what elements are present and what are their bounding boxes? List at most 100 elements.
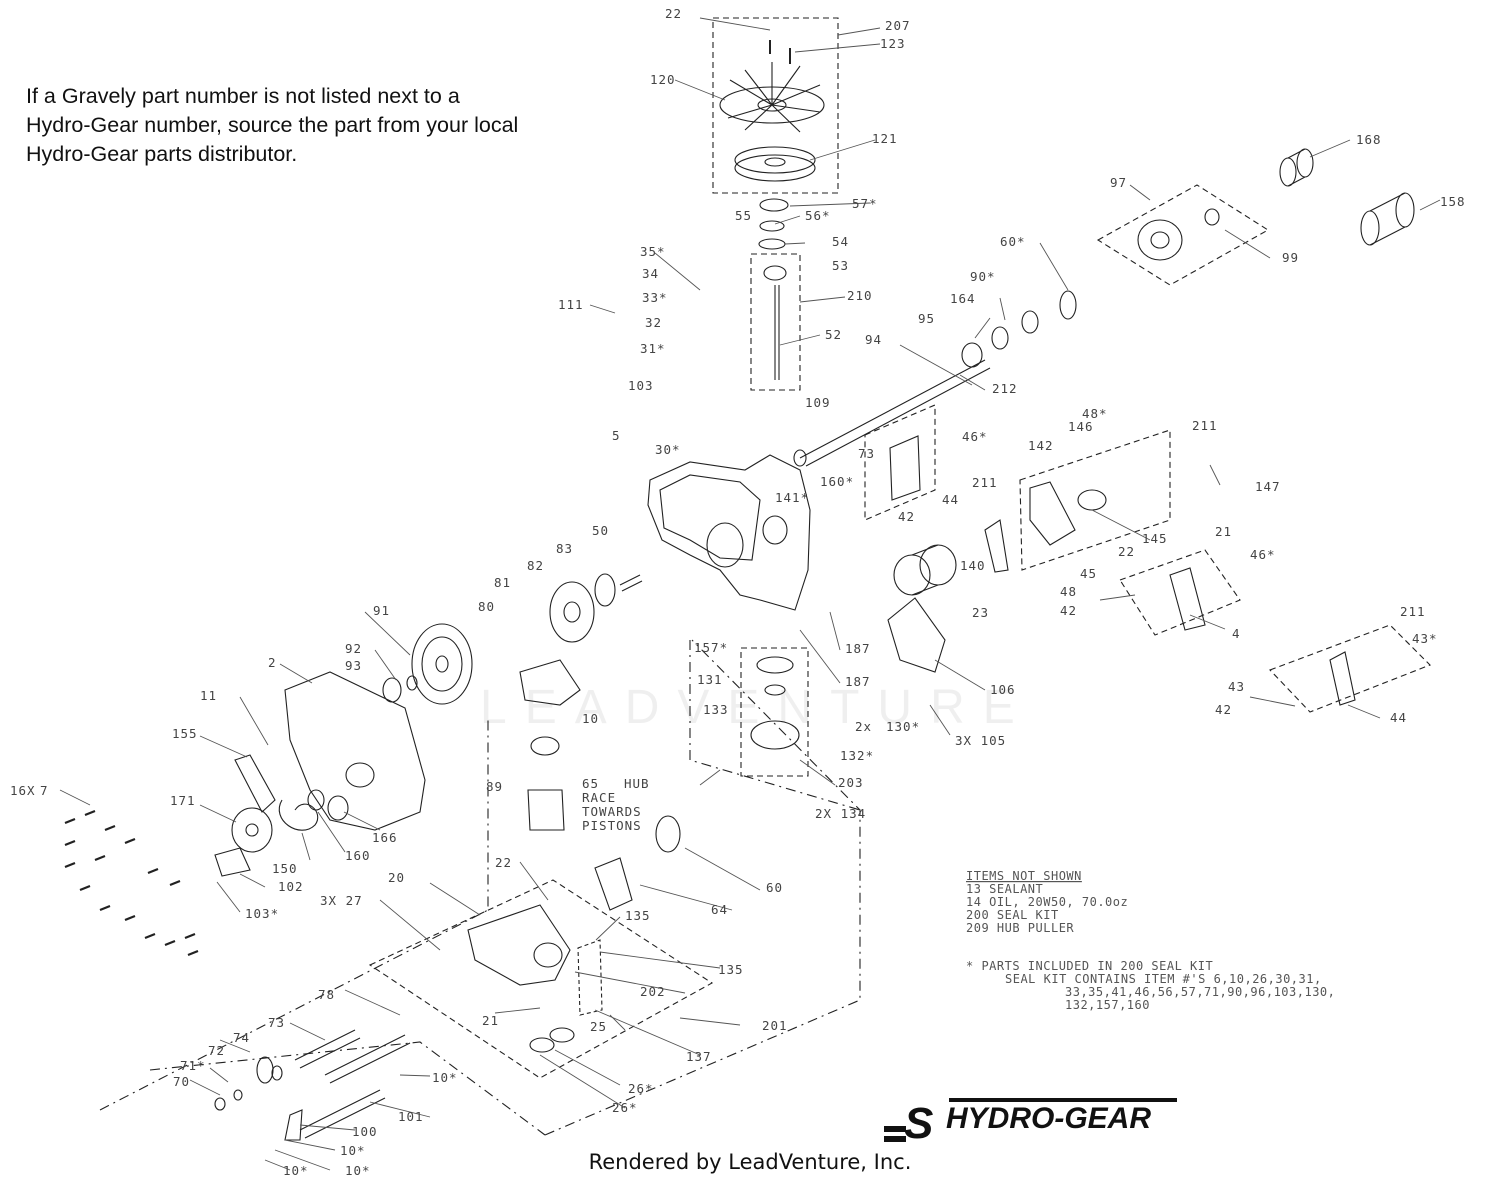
callout: 135 [718, 962, 744, 977]
callout: 210 [847, 288, 873, 303]
leader-lines [59, 17, 1441, 1171]
center-section-group-box [368, 879, 714, 1079]
callout: 48 [1060, 584, 1077, 599]
pulley [734, 146, 816, 182]
callout: 92 [345, 641, 362, 656]
callout: 171 [170, 793, 196, 808]
callout: 106 [990, 682, 1016, 697]
callout: 31* [640, 341, 666, 356]
footnote-line: * PARTS INCLUDED IN 200 SEAL KIT [966, 959, 1213, 973]
callout: RACE [582, 790, 616, 805]
callout: 166 [372, 830, 398, 845]
bushing-158 [1360, 192, 1415, 246]
callout: 74 [233, 1030, 250, 1045]
callout: 83 [556, 541, 573, 556]
callout: 5 [612, 428, 621, 443]
callout: 211 [972, 475, 998, 490]
sourcing-note: If a Gravely part number is not listed n… [26, 82, 546, 169]
callout: 21 [1215, 524, 1232, 539]
callout: 150 [272, 861, 298, 876]
cylinder-block-89 [527, 789, 565, 831]
callout: 64 [711, 902, 728, 917]
callout: 10 [582, 711, 599, 726]
callout: 133 [703, 702, 729, 717]
callout: 155 [172, 726, 198, 741]
logo-s-mark: S [904, 1099, 933, 1146]
callout: 4 [1232, 626, 1241, 641]
callout: 44 [942, 492, 959, 507]
callout: 147 [1255, 479, 1281, 494]
callout: 26* [628, 1081, 654, 1096]
callout: 101 [398, 1109, 424, 1124]
cooling-fan [719, 62, 825, 133]
callout: 102 [278, 879, 304, 894]
callout: 23 [972, 605, 989, 620]
callout: 201 [762, 1018, 788, 1033]
items-not-shown-line: 13 SEALANT [966, 882, 1043, 896]
hydro-gear-logo-mark: S [884, 1098, 1177, 1148]
callout: 48* [1082, 406, 1108, 421]
filter-drum-23 [893, 544, 957, 596]
callout: 82 [527, 558, 544, 573]
callout: 100 [352, 1124, 378, 1139]
axle-shaft [793, 342, 991, 467]
callout: 21 [482, 1013, 499, 1028]
callout: 60* [1000, 234, 1026, 249]
callout: 50 [592, 523, 609, 538]
callout: 2x [855, 719, 872, 734]
callout: 42 [1060, 603, 1077, 618]
items-not-shown-line: 209 HUB PULLER [966, 921, 1074, 935]
hub-group-box [1096, 184, 1270, 286]
callout: 94 [865, 332, 882, 347]
footnote-line: SEAL KIT CONTAINS ITEM #'S 6,10,26,30,31… [1005, 972, 1322, 986]
callout: 3X 105 [955, 733, 1006, 748]
callout: 109 [805, 395, 831, 410]
callout: 164 [950, 291, 976, 306]
callout: 45 [1080, 566, 1097, 581]
callout: 130* [886, 719, 920, 734]
callout: 25 [590, 1019, 607, 1034]
callout: 90* [970, 269, 996, 284]
callout: 131 [697, 672, 723, 687]
callout: 71* [180, 1058, 206, 1073]
callout: 95 [918, 311, 935, 326]
callout: 46* [962, 429, 988, 444]
callout: 42 [1215, 702, 1232, 717]
callout: 120 [650, 72, 676, 87]
callout: 22 [665, 6, 682, 21]
items-not-shown-line: 200 SEAL KIT [966, 908, 1059, 922]
callout: 93 [345, 658, 362, 673]
callout: 160 [345, 848, 371, 863]
callout: 54 [832, 234, 849, 249]
callout: 65 [582, 776, 599, 791]
callout: 135 [625, 908, 651, 923]
callout: 53 [832, 258, 849, 273]
diagram-linework [59, 17, 1441, 1171]
hydro-gear-logo: S HYDRO-GEAR [884, 1096, 1184, 1148]
callout: 22 [495, 855, 512, 870]
callout: 55 [735, 208, 752, 223]
guard-106 [887, 597, 946, 673]
callout: TOWARDS [582, 804, 642, 819]
callout: 146 [1068, 419, 1094, 434]
callout: 160* [820, 474, 854, 489]
callout: 202 [640, 984, 666, 999]
callout: 132* [840, 748, 874, 763]
callout: 70 [173, 1074, 190, 1089]
callout: 7 [40, 783, 49, 798]
callout: 2 [268, 655, 277, 670]
bearing-sleeve-168 [1279, 148, 1314, 187]
callout: 73 [858, 446, 875, 461]
callout: 11 [200, 688, 217, 703]
callout: 141* [775, 490, 809, 505]
callout: 207 [885, 18, 911, 33]
footnote-line: 132,157,160 [1065, 998, 1150, 1012]
callout: 43* [1412, 631, 1438, 646]
callout: 33* [642, 290, 668, 305]
callout: 35* [640, 244, 666, 259]
shaft-73 [294, 1029, 411, 1139]
callout: 52 [825, 327, 842, 342]
callout: 16X [10, 783, 36, 798]
callout: 140 [960, 558, 986, 573]
callout: 187 [845, 674, 871, 689]
